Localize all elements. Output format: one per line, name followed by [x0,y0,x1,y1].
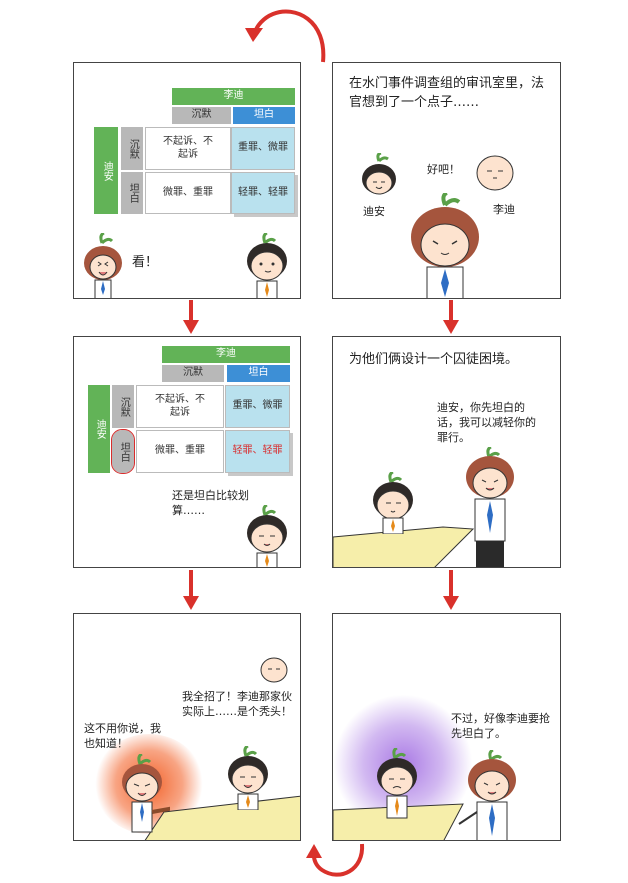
panel2-speech: 好吧！ [427,163,460,176]
panel-3: 李迪 沉默 坦白 迪安 沉默 坦白 不起诉、不起诉 重罪、微罪 微罪、重罪 轻罪… [73,336,301,568]
character-dian [84,233,122,298]
payoff-matrix-2: 李迪 沉默 坦白 迪安 沉默 坦白 不起诉、不起诉 重罪、微罪 微罪、重罪 轻罪… [88,343,294,498]
matrix2-cell-confess-silent: 微罪、重罪 [136,430,224,473]
flow-arrow-down-right-1 [443,300,459,334]
matrix2-cell-confess-confess: 轻罪、轻罪 [225,430,290,473]
panel-1: 李迪 沉默 坦白 迪安 沉默 坦白 不起诉、不起诉 重罪、微罪 微罪、重罪 轻罪… [73,62,301,299]
panel-5: 这不用你说，我也知道！ 我全招了！李迪那家伙实际上……是个秃头！ [73,613,301,841]
character-dian-angry [122,754,170,833]
flow-arrow-top [245,9,326,63]
character-lidi-bald-small [260,657,288,683]
matrix2-col-confess: 坦白 [227,365,290,382]
payoff-matrix: 李迪 沉默 坦白 迪安 沉默 坦白 不起诉、不起诉 重罪、微罪 微罪、重罪 轻罪… [94,85,295,240]
character-judge-pointing [458,750,516,840]
matrix2-cell-silent-silent: 不起诉、不起诉 [136,385,224,428]
panel6-speech: 不过，好像李迪要抢先坦白了。 [451,712,550,740]
character-lidi-confessing [228,746,268,810]
interrogation-table [333,526,475,567]
matrix-row-header: 迪安 [94,127,118,214]
matrix-cell-silent-confess: 重罪、微罪 [231,127,295,170]
matrix2-col-silent: 沉默 [162,365,224,382]
flow-arrow-down-left-2 [183,570,199,610]
matrix-cell-confess-silent: 微罪、重罪 [145,172,231,214]
character-dian-seated [373,472,413,534]
flow-arrow-down-right-2 [443,570,459,610]
panel-2: 在水门事件调查组的审讯室里，法官想到了一个点子…… 好吧！ 迪安 李迪 [332,62,561,299]
character-judge [411,193,479,298]
flow-arrow-bottom [306,843,365,877]
panel2-label-lidi: 李迪 [493,203,515,216]
panel1-speech: 看！ [132,255,159,270]
character-lidi-thinking [247,505,287,567]
panel4-narration: 为他们俩设计一个囚徒困境。 [349,352,519,367]
matrix-cell-confess-confess: 轻罪、轻罪 [231,172,295,214]
panel5-speech-left: 这不用你说，我也知道！ [84,722,161,750]
interrogation-table-3 [333,803,464,840]
character-lidi [247,233,287,298]
matrix-row-confess: 坦白 [121,172,143,214]
matrix-col-silent: 沉默 [172,107,231,124]
matrix2-cell-silent-confess: 重罪、微罪 [225,385,290,428]
panel3-thought: 还是坦白比较划算…… [172,489,249,517]
flow-arrow-down-left-1 [183,300,199,334]
matrix-col-confess: 坦白 [233,107,295,124]
character-lidi-bald [476,155,514,191]
panel2-label-dian: 迪安 [363,205,385,218]
panel-6: 不过，好像李迪要抢先坦白了。 [332,613,561,841]
matrix2-row-header: 迪安 [88,385,110,473]
panel4-speech: 迪安，你先坦白的话，我可以减轻你的罪行。 [437,401,536,444]
matrix2-col-header: 李迪 [162,346,290,363]
panel5-speech-right: 我全招了！李迪那家伙实际上……是个秃头！ [182,690,292,718]
matrix2-row-silent: 沉默 [112,385,134,428]
panel-4: 为他们俩设计一个囚徒困境。 迪安，你先坦白的话，我可以减轻你的罪行。 [332,336,561,568]
character-dian-worried [377,748,417,819]
matrix-col-header: 李迪 [172,88,295,105]
character-judge-standing [466,447,514,567]
panel2-narration: 在水门事件调查组的审讯室里，法官想到了一个点子…… [349,76,545,110]
matrix-cell-silent-silent: 不起诉、不起诉 [145,127,231,170]
matrix2-row-confess: 坦白 [111,429,135,474]
matrix-row-silent: 沉默 [121,127,143,170]
character-dian-small [362,153,396,195]
